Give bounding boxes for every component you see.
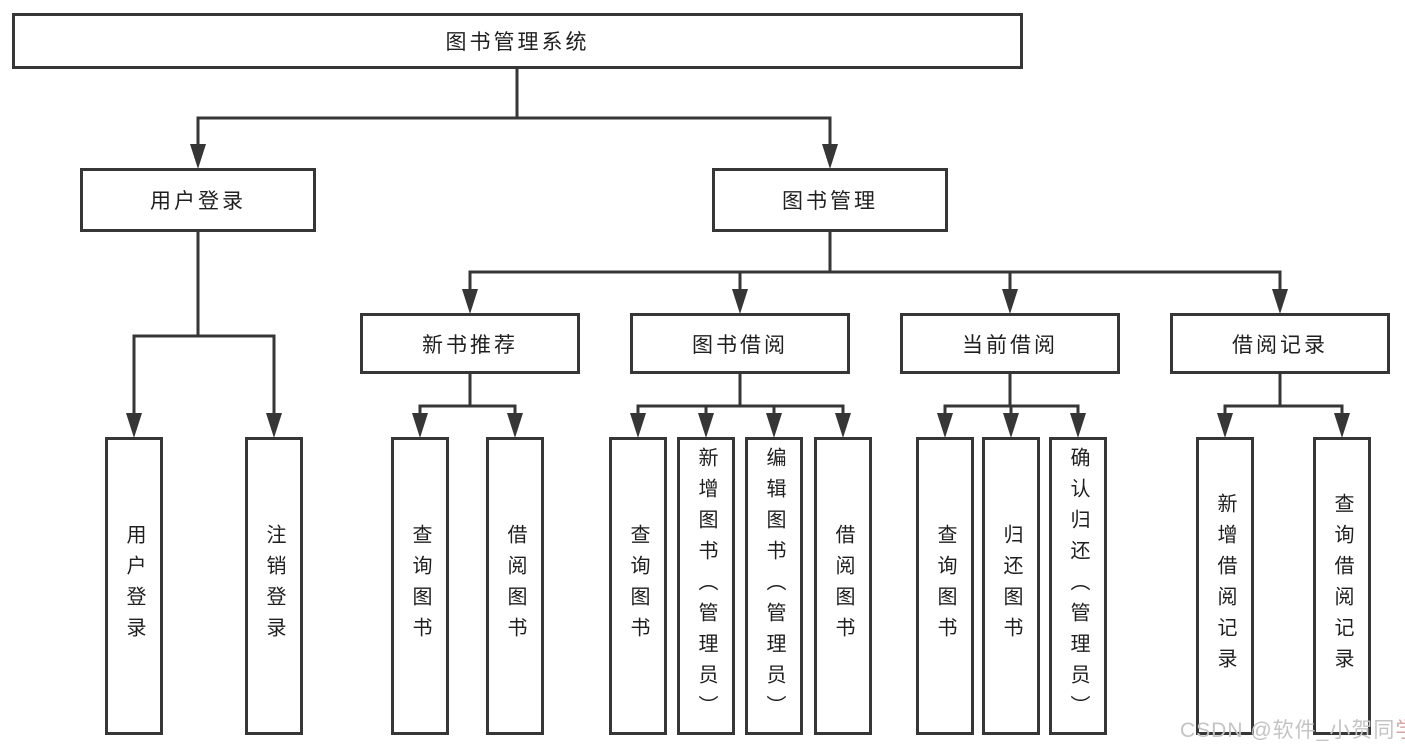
csdn-watermark: CSDN @软件_小贺同学 [1180, 714, 1405, 744]
node-book-management-system: 图书管理系统 [12, 13, 1023, 69]
leaf-nb-borrow-books-label: 借阅图书 [504, 524, 526, 648]
csdn-watermark-suffix: 学 [1395, 719, 1405, 742]
leaf-bb-add-books-admin-label: 新增图书（管理员） [695, 446, 717, 726]
leaf-nb-query-books-label: 查询图书 [409, 524, 431, 648]
leaf-cb-query-books-label: 查询图书 [934, 524, 956, 648]
leaf-user-login-label: 用户登录 [123, 524, 145, 648]
node-new-book-recommend: 新书推荐 [360, 313, 580, 374]
leaf-logout-login-label: 注销登录 [263, 524, 285, 648]
leaf-logout-login: 注销登录 [245, 437, 303, 735]
leaf-bb-add-books-admin: 新增图书（管理员） [677, 437, 735, 735]
node-borrow-records: 借阅记录 [1170, 313, 1390, 374]
node-book-management: 图书管理 [712, 168, 948, 232]
leaf-bb-query-books-label: 查询图书 [627, 524, 649, 648]
leaf-cb-confirm-return-admin-label: 确认归还（管理员） [1067, 446, 1089, 726]
leaf-br-query-borrow-record-label: 查询借阅记录 [1331, 493, 1353, 679]
leaf-bb-query-books: 查询图书 [609, 437, 667, 735]
leaf-cb-query-books: 查询图书 [916, 437, 974, 735]
node-book-borrowing: 图书借阅 [630, 313, 850, 374]
leaf-cb-confirm-return-admin: 确认归还（管理员） [1049, 437, 1107, 735]
node-user-login: 用户登录 [80, 168, 316, 232]
leaf-br-add-borrow-record-label: 新增借阅记录 [1214, 493, 1236, 679]
leaf-bb-borrow-books: 借阅图书 [814, 437, 872, 735]
csdn-watermark-text: CSDN @软件_小贺同 [1180, 719, 1396, 742]
leaf-nb-query-books: 查询图书 [391, 437, 449, 735]
node-current-borrowing: 当前借阅 [900, 313, 1120, 374]
leaf-user-login: 用户登录 [105, 437, 163, 735]
leaf-cb-return-books: 归还图书 [982, 437, 1040, 735]
leaf-cb-return-books-label: 归还图书 [1000, 524, 1022, 648]
leaf-nb-borrow-books: 借阅图书 [486, 437, 544, 735]
leaf-bb-edit-books-admin-label: 编辑图书（管理员） [763, 446, 785, 726]
leaf-br-query-borrow-record: 查询借阅记录 [1313, 437, 1371, 735]
leaf-bb-edit-books-admin: 编辑图书（管理员） [745, 437, 803, 735]
leaf-bb-borrow-books-label: 借阅图书 [832, 524, 854, 648]
leaf-br-add-borrow-record: 新增借阅记录 [1196, 437, 1254, 735]
